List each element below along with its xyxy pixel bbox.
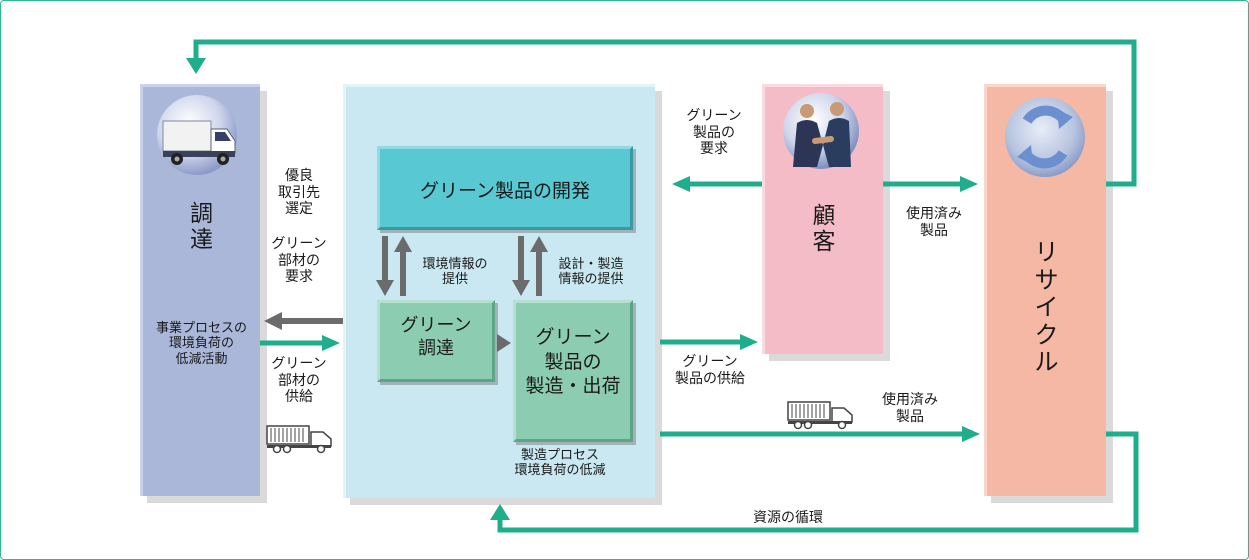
arrowhead [962, 426, 980, 442]
arrowhead [376, 280, 394, 296]
recycle-arrows-icon [1001, 91, 1091, 187]
recycle-column: リ サ イ ク ル [984, 84, 1106, 496]
arrowhead [186, 58, 206, 74]
design-info-label: 設計・製造 情報の提供 [558, 257, 624, 288]
green-product-development-box: グリーン製品の開発 [377, 146, 633, 230]
arrowhead [264, 312, 282, 330]
arrowhead [394, 236, 412, 252]
small-truck-icon [265, 424, 335, 458]
arrowhead [530, 236, 548, 252]
material-supply-label: グリーン 部材の 供給 [271, 356, 327, 406]
customer-title: 顧 客 [812, 203, 836, 256]
green-manufacturing-label: グリーン 製品の 製造・出荷 [525, 326, 621, 398]
product-request-label: グリーン 製品の 要求 [686, 108, 742, 158]
arrowhead [672, 176, 690, 192]
arrowhead [322, 335, 340, 351]
small-truck-icon [786, 400, 856, 434]
supplier-selection-label: 優良 取引先 選定 [278, 168, 320, 218]
green-procurement-label: グリーン 調達 [400, 315, 472, 359]
resource-cycle-label: 資源の循環 [753, 510, 823, 526]
procurement-activity: 事業プロセスの 環境負荷の 低減活動 [155, 321, 247, 367]
handshake-icon [777, 89, 869, 183]
top-return-line [193, 39, 1137, 187]
arrowhead [740, 334, 758, 350]
development-label: グリーン製品の開発 [419, 180, 591, 202]
used-products-bottom-label: 使用済み 製品 [882, 392, 938, 425]
resource-cycle-line [497, 431, 1139, 533]
mfg-process-label: 製造プロセス 環境負荷の低減 [514, 448, 606, 479]
arrowhead [497, 334, 511, 352]
used-products-top-label: 使用済み 製品 [906, 206, 962, 239]
recycle-title: リ サ イ ク ル [1034, 238, 1059, 377]
arrowhead [512, 280, 530, 296]
arrowhead [490, 504, 510, 520]
procurement-title: 調 達 [190, 201, 213, 254]
arrowhead [960, 176, 978, 192]
product-supply-label: グリーン 製品の供給 [675, 354, 745, 387]
procurement-column: 調 達 事業プロセスの 環境負荷の 低減活動 [140, 84, 260, 496]
material-request-label: グリーン 部材の 要求 [271, 236, 327, 286]
customer-column: 顧 客 [762, 84, 883, 354]
green-procurement-box: グリーン 調達 [377, 300, 495, 382]
env-info-label: 環境情報の 提供 [422, 257, 488, 288]
green-manufacturing-box: グリーン 製品の 製造・出荷 [513, 300, 633, 442]
delivery-truck-icon [149, 89, 251, 188]
